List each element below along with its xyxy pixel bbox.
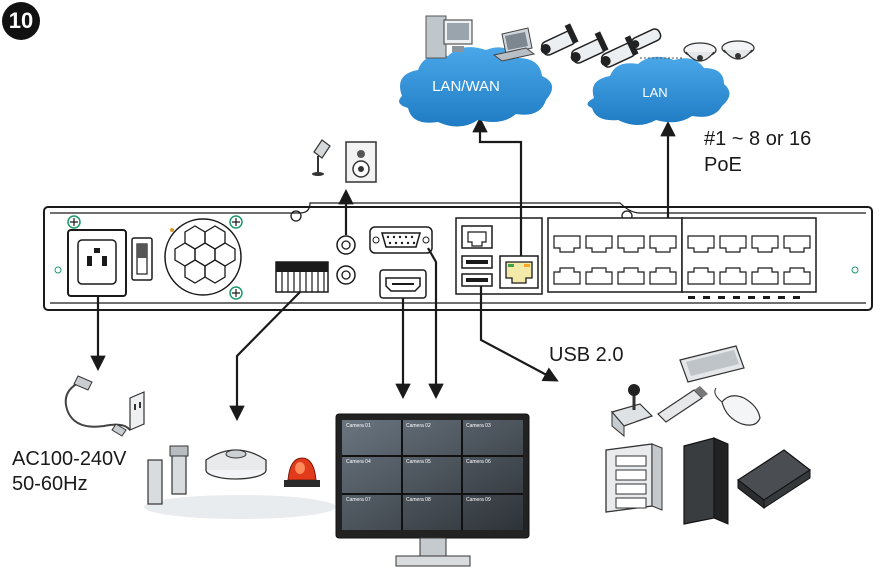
- monitor-tile-label: Camera 03: [466, 423, 491, 429]
- power-label-line2: 50-60Hz: [12, 473, 88, 495]
- mouse-icon: [714, 387, 761, 426]
- joystick-icon: [610, 384, 654, 438]
- external-hdd-icon: [683, 437, 729, 525]
- storage-array-icon: [605, 443, 663, 513]
- smoke-detector-icon: [205, 449, 267, 480]
- monitor-tile-label: Camera 01: [346, 423, 371, 429]
- lan-cloud-label: LAN: [642, 85, 668, 100]
- portable-hdd-icon: [736, 449, 812, 510]
- microphone-icon: [312, 139, 331, 176]
- monitor-icon: [335, 413, 530, 567]
- monitor-tile-label: Camera 06: [466, 459, 491, 465]
- usb-label: USB 2.0: [549, 344, 624, 366]
- alarm-light-icon: [284, 457, 320, 487]
- monitor-tile-label: Camera 04: [346, 459, 371, 465]
- alarm-terminal-block: [275, 261, 329, 293]
- lan-wan-cloud-label: LAN/WAN: [432, 78, 500, 95]
- lan-wan-cloud: [399, 47, 553, 127]
- power-inlet: [67, 215, 127, 297]
- lan-cloud: [587, 56, 730, 125]
- monitor-tiles: Camera 01 Camera 02 Camera 03 Camera 04 …: [342, 420, 523, 530]
- power-label-line1: AC100-240V: [12, 448, 127, 470]
- monitor-tile-label: Camera 07: [346, 497, 371, 503]
- monitor-tile-label: Camera 09: [466, 497, 491, 503]
- audio-jacks: [336, 235, 356, 285]
- poe-ports-label-line2: PoE: [704, 154, 742, 176]
- lan-usb-cluster: [455, 217, 543, 295]
- poe-switch-ports: [547, 217, 817, 299]
- monitor-tile-label: Camera 08: [406, 497, 431, 503]
- speaker-icon: [345, 141, 377, 183]
- step-number-badge: 10: [2, 2, 40, 40]
- keyboard-icon: [679, 345, 745, 383]
- alarm-devices-shadow: [144, 495, 336, 519]
- power-cord-icon: [64, 375, 131, 437]
- wall-outlet-icon: [129, 391, 145, 431]
- usb-flash-drive-icon: [657, 386, 708, 423]
- connection-lines: [90, 116, 676, 422]
- power-switch: [131, 237, 153, 281]
- cooling-fan: [164, 215, 243, 300]
- door-sensor-icon: [147, 445, 189, 505]
- hdmi-port: [379, 269, 427, 299]
- vga-port: [369, 226, 433, 254]
- dome-cameras-icon: [683, 40, 755, 62]
- bullet-cameras-icon: [540, 23, 662, 68]
- desktop-pc-icon: [425, 15, 473, 59]
- laptop-icon: [492, 27, 536, 62]
- monitor-tile-label: Camera 05: [406, 459, 431, 465]
- monitor-tile-label: Camera 02: [406, 423, 431, 429]
- poe-ports-label-line1: #1 ~ 8 or 16: [704, 128, 812, 150]
